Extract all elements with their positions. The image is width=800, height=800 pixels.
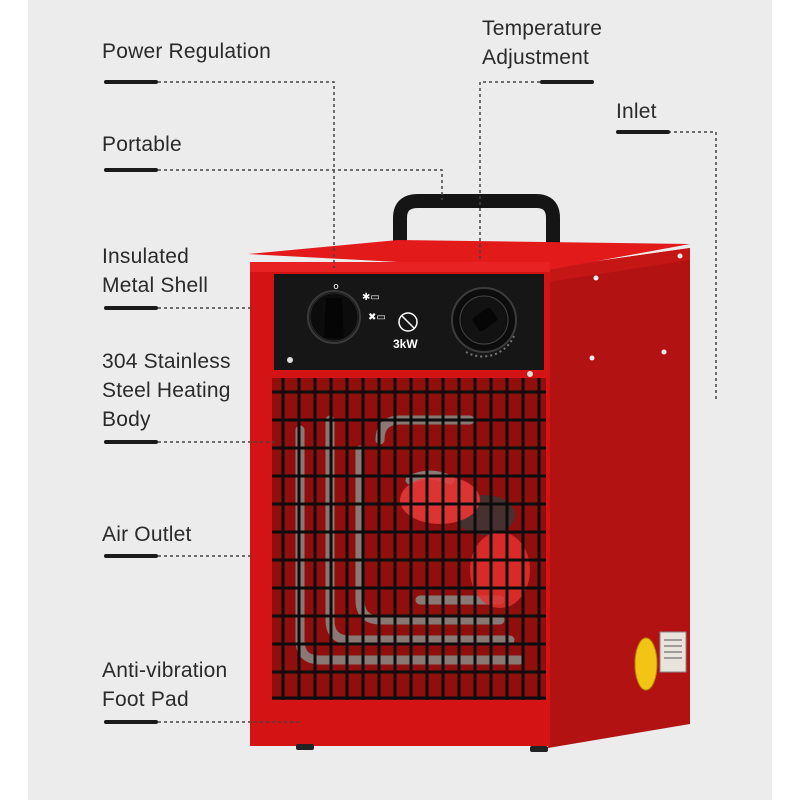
label-marker bbox=[104, 554, 158, 558]
label-marker bbox=[104, 720, 158, 724]
label-portable: Portable bbox=[102, 133, 182, 156]
label-foot-pad: Anti-vibration Foot Pad bbox=[102, 659, 228, 711]
label-marker bbox=[104, 306, 158, 310]
label-marker bbox=[104, 168, 158, 172]
label-marker bbox=[104, 440, 158, 444]
power-rating-text: 3kW bbox=[393, 337, 418, 351]
label-marker bbox=[540, 80, 594, 84]
label-inlet: Inlet bbox=[616, 100, 657, 123]
label-marker bbox=[104, 80, 158, 84]
label-power-regulation: Power Regulation bbox=[102, 40, 271, 63]
label-air-outlet: Air Outlet bbox=[102, 523, 192, 546]
left-margin bbox=[0, 0, 28, 800]
right-margin bbox=[772, 0, 800, 800]
label-heating-body: 304 Stainless Steel Heating Body bbox=[102, 350, 231, 431]
label-insulated-metal-shell: Insulated Metal Shell bbox=[102, 245, 209, 297]
label-temperature-adjustment: Temperature Adjustment bbox=[482, 17, 603, 69]
label-marker bbox=[616, 130, 670, 134]
